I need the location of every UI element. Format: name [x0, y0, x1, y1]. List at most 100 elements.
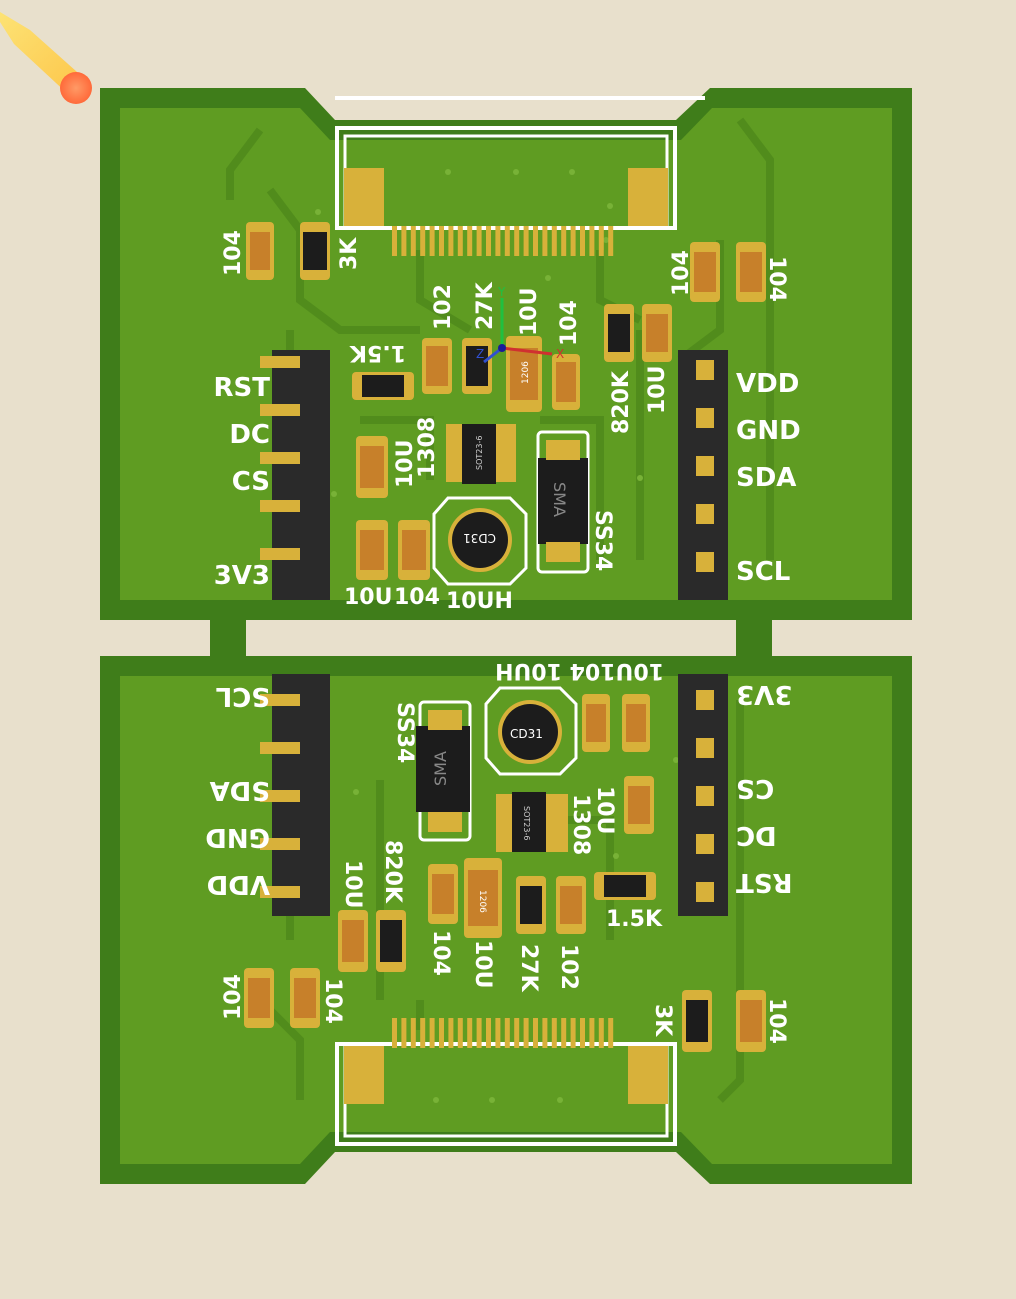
label-104-left2-bottom: 104	[320, 978, 345, 1024]
pin-label: CS	[232, 467, 270, 497]
label-1308-top: 1308	[415, 417, 440, 478]
fpc-pin	[486, 226, 491, 256]
label-1-5k-top: 1.5K	[349, 340, 406, 365]
fpc-pin	[598, 226, 604, 256]
fpc-pin	[561, 1018, 567, 1048]
components-bottom: SMA SS34 CD31 10U104 10UH 10U 1308 SOT23…	[221, 658, 789, 1052]
fpc-pin	[542, 1018, 548, 1048]
fpc-pin	[495, 1018, 501, 1048]
fpc-pin	[457, 1018, 463, 1048]
axis-x-label: X	[556, 347, 564, 361]
left-pin-header-top[interactable]	[260, 350, 330, 600]
fpc-pin	[448, 226, 454, 256]
header-pin	[260, 452, 300, 464]
pin-label: DC	[736, 820, 777, 850]
label-104-right-bottom: 104	[764, 998, 789, 1044]
pin-label: 3V3	[214, 561, 270, 591]
header-pin	[260, 838, 300, 850]
fpc-pin	[486, 1018, 491, 1048]
fpc-pin	[476, 226, 482, 256]
fpc-pin	[608, 1018, 614, 1048]
fpc-pin	[523, 226, 529, 256]
case-1206-top: 1206	[521, 361, 531, 384]
label-3k-top: 3K	[337, 237, 362, 270]
label-104-right-b-top: 104	[764, 256, 789, 302]
pin-label: RST	[214, 373, 271, 403]
fpc-pin	[420, 226, 426, 256]
fpc-pin	[542, 226, 548, 256]
label-10u-right-top: 10U	[645, 366, 670, 414]
label-1-5k-bottom: 1.5K	[606, 907, 663, 932]
pin-label: DC	[229, 420, 270, 450]
fpc-pin	[589, 1018, 595, 1048]
label-104-bottom-top: 104	[394, 585, 440, 610]
label-820k-bottom: 820K	[380, 840, 405, 904]
fpc-pin	[495, 226, 501, 256]
pin-label: GND	[205, 822, 270, 852]
pin-label: GND	[736, 416, 801, 446]
label-10u-top: 10U	[517, 288, 542, 336]
fpc-pin	[533, 226, 538, 256]
fpc-pin	[410, 1018, 416, 1048]
pin-label: RST	[736, 867, 793, 897]
panel-bridges	[210, 616, 772, 660]
sot-label-top: SOT23-6	[475, 436, 484, 470]
right-pin-header-bottom[interactable]	[678, 674, 728, 916]
label-10uh-bottom: 10U104 10UH	[495, 658, 664, 683]
header-pin	[696, 552, 714, 572]
fpc-pin	[514, 226, 520, 256]
header-pin	[260, 694, 300, 706]
light-source-icon	[0, 12, 92, 104]
label-102-top: 102	[431, 284, 456, 330]
fpc-pin	[504, 226, 510, 256]
fpc-pin	[551, 226, 557, 256]
fpc-pin	[561, 226, 567, 256]
label-10u-mid-bottom: 10U	[470, 940, 495, 988]
case-1206-bottom: 1206	[477, 890, 487, 913]
fpc-pin	[392, 1018, 397, 1048]
pin-label: SDA	[210, 775, 270, 805]
fpc-pin	[504, 1018, 510, 1048]
sot-label-bottom: SOT23-6	[522, 806, 531, 840]
header-pin	[260, 548, 300, 560]
header-pin	[260, 742, 300, 754]
header-pin	[696, 408, 714, 428]
pin-label: 3V3	[736, 679, 792, 709]
fpc-pin	[580, 226, 585, 256]
header-pin	[696, 690, 714, 710]
fpc-pin	[580, 1018, 585, 1048]
fpc-pin	[608, 226, 614, 256]
label-10uh-top: 10UH	[446, 589, 513, 614]
fpc-pin	[467, 226, 473, 256]
sma-label-bottom: SMA	[431, 751, 450, 786]
fpc-pin	[598, 1018, 604, 1048]
label-820k-top: 820K	[609, 370, 634, 434]
header-pin	[696, 360, 714, 380]
fpc-pin	[457, 226, 463, 256]
axis-z-label: Z	[476, 347, 484, 361]
fpc-pin	[523, 1018, 529, 1048]
fpc-pin	[429, 226, 435, 256]
left-pin-header-bottom[interactable]	[260, 674, 330, 916]
header-pin	[260, 790, 300, 802]
pin-label: SDA	[736, 463, 796, 493]
label-102-bottom: 102	[556, 944, 581, 990]
label-1308-bottom: 1308	[568, 794, 593, 855]
header-pin	[696, 882, 714, 902]
via-dots	[315, 169, 643, 497]
cd31-label-top: CD31	[463, 531, 496, 545]
right-pin-header-top[interactable]	[678, 350, 728, 600]
fpc-pin	[589, 226, 595, 256]
label-3k-bottom: 3K	[650, 1004, 675, 1037]
fpc-pin	[514, 1018, 520, 1048]
label-104-left-top: 104	[221, 230, 246, 276]
label-ss34-top: SS34	[590, 510, 615, 571]
fpc-pin	[401, 226, 407, 256]
fpc-pin	[439, 1018, 444, 1048]
fpc-pin	[551, 1018, 557, 1048]
pin-label: VDD	[736, 369, 799, 399]
